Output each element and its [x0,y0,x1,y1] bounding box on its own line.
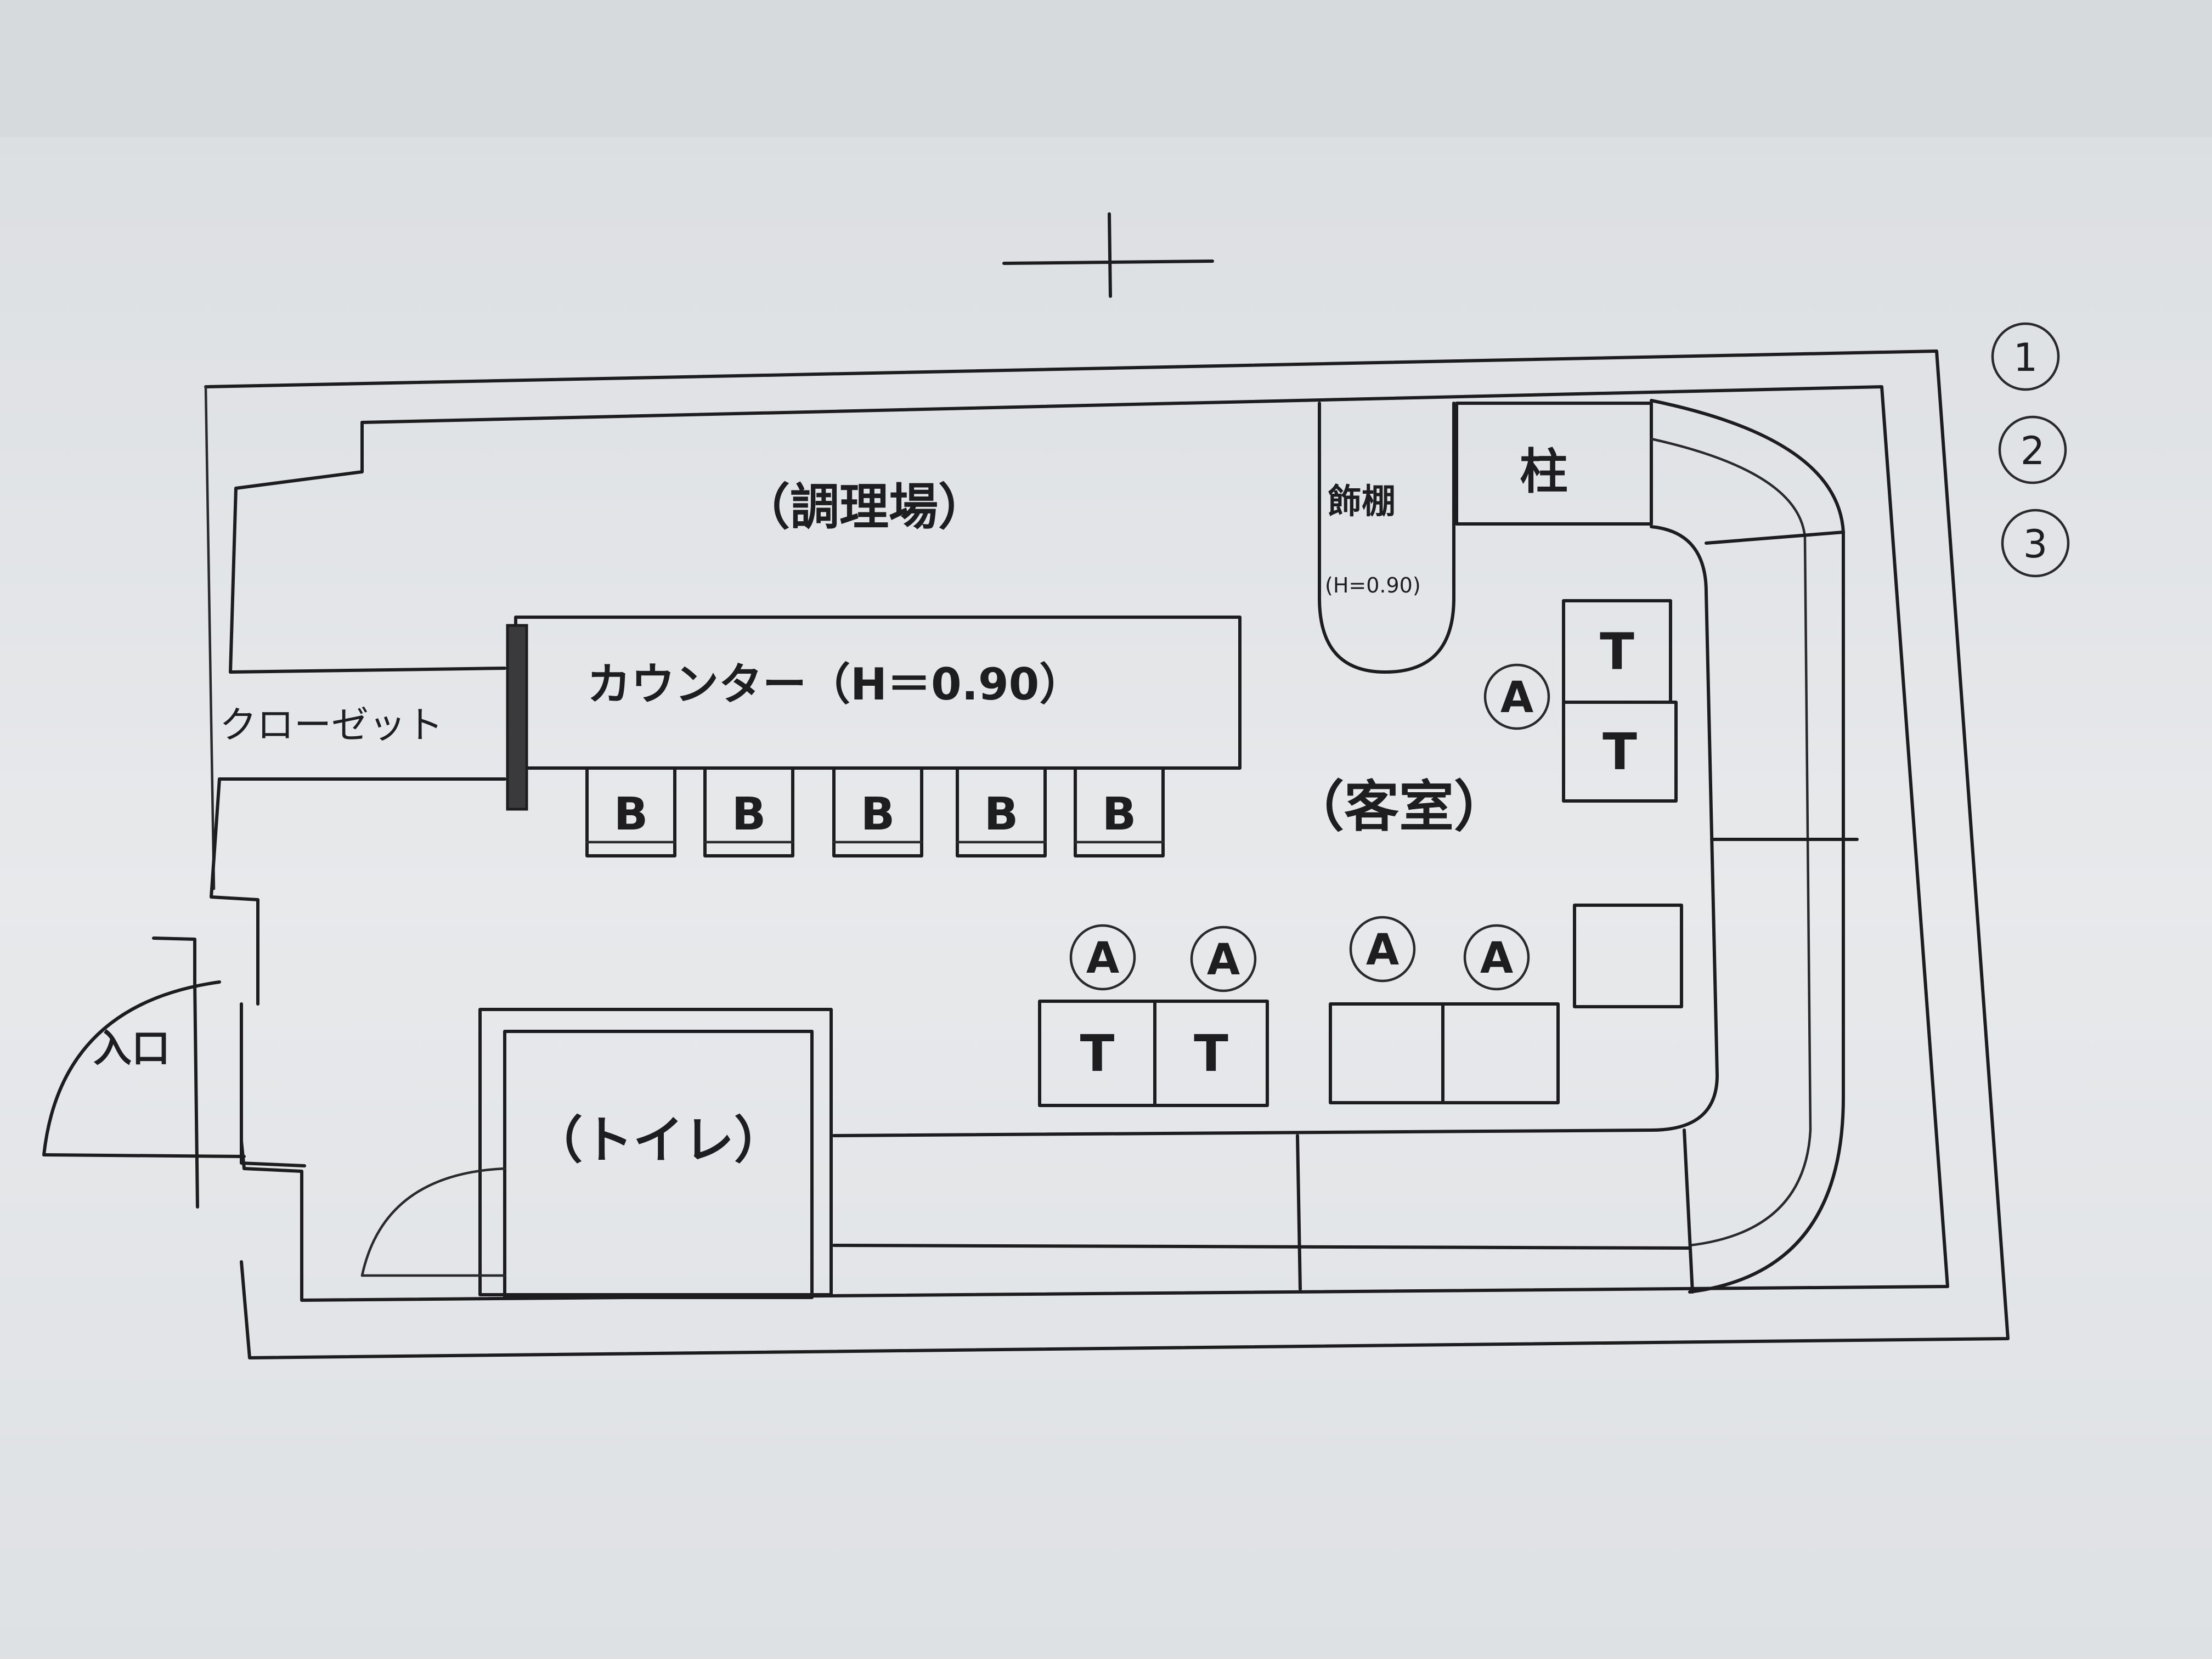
bar-stool-label: B [1102,788,1137,840]
display-shelf-height: (H=0.90) [1325,573,1421,597]
pillar: 柱 [1455,402,1653,526]
table-label: T [1080,1024,1115,1083]
toilet-label: （トイレ） [532,1111,785,1170]
bar-stool: B [585,766,676,857]
toilet: （トイレ） [360,1008,833,1299]
table [1573,904,1683,1008]
counter: カウンター（H＝0.90） [506,616,1242,811]
bar-stool: B [956,766,1047,857]
chair: A [1349,916,1416,983]
kitchen-label: （調理場） [741,478,988,536]
chair-label: A [1500,673,1533,723]
bar-stool: B [703,766,794,857]
table-label: T [1602,723,1637,781]
paper-top-band [0,0,2212,137]
entrance-label: 入口 [93,1026,170,1071]
table: T [1562,701,1678,803]
paper-sheet [0,132,2212,1659]
chair: A [1069,924,1136,991]
legend-marker: 1 [1991,322,2060,391]
guest-room-label: （客室） [1289,775,1509,839]
chair-label: A [1480,934,1513,983]
bar-stool-label: B [732,788,766,840]
legend: 1 2 3 [1991,322,2070,578]
table-label: T [1600,623,1634,681]
legend-marker-label: 3 [2023,522,2048,567]
legend-marker-label: 2 [2021,428,2045,473]
bar-stool-label: B [984,788,1019,840]
bar-stool: B [832,766,923,857]
table-label: T [1194,1024,1228,1083]
table [1441,1002,1560,1104]
legend-marker-label: 1 [2013,335,2038,380]
chair-label: A [1207,935,1240,985]
chair-label: A [1366,926,1399,975]
table: T [1153,1000,1269,1107]
pillar-label: 柱 [1520,443,1568,500]
bar-stool-label: B [861,788,895,840]
bar-stool: B [1074,766,1165,857]
registration-cross [1002,212,1214,298]
legend-marker: 3 [2001,509,2070,578]
chair: A [1190,926,1257,992]
outer-wall [204,349,2010,1359]
legend-marker: 2 [1998,415,2067,484]
display-shelf: 飾棚 (H=0.90) [1318,402,1455,674]
bench-seating [832,399,1859,1294]
chair-label: A [1086,934,1119,983]
chair: A [1483,663,1550,730]
counter-label: カウンター（H＝0.90） [587,659,1083,710]
chair: A [1463,924,1530,991]
closet: クローゼット [218,667,506,781]
bar-stool-label: B [614,788,648,840]
entrance-door: 入口 [42,980,246,1209]
closet-label: クローゼット [219,704,443,747]
display-shelf-label: 飾棚 [1328,481,1396,521]
